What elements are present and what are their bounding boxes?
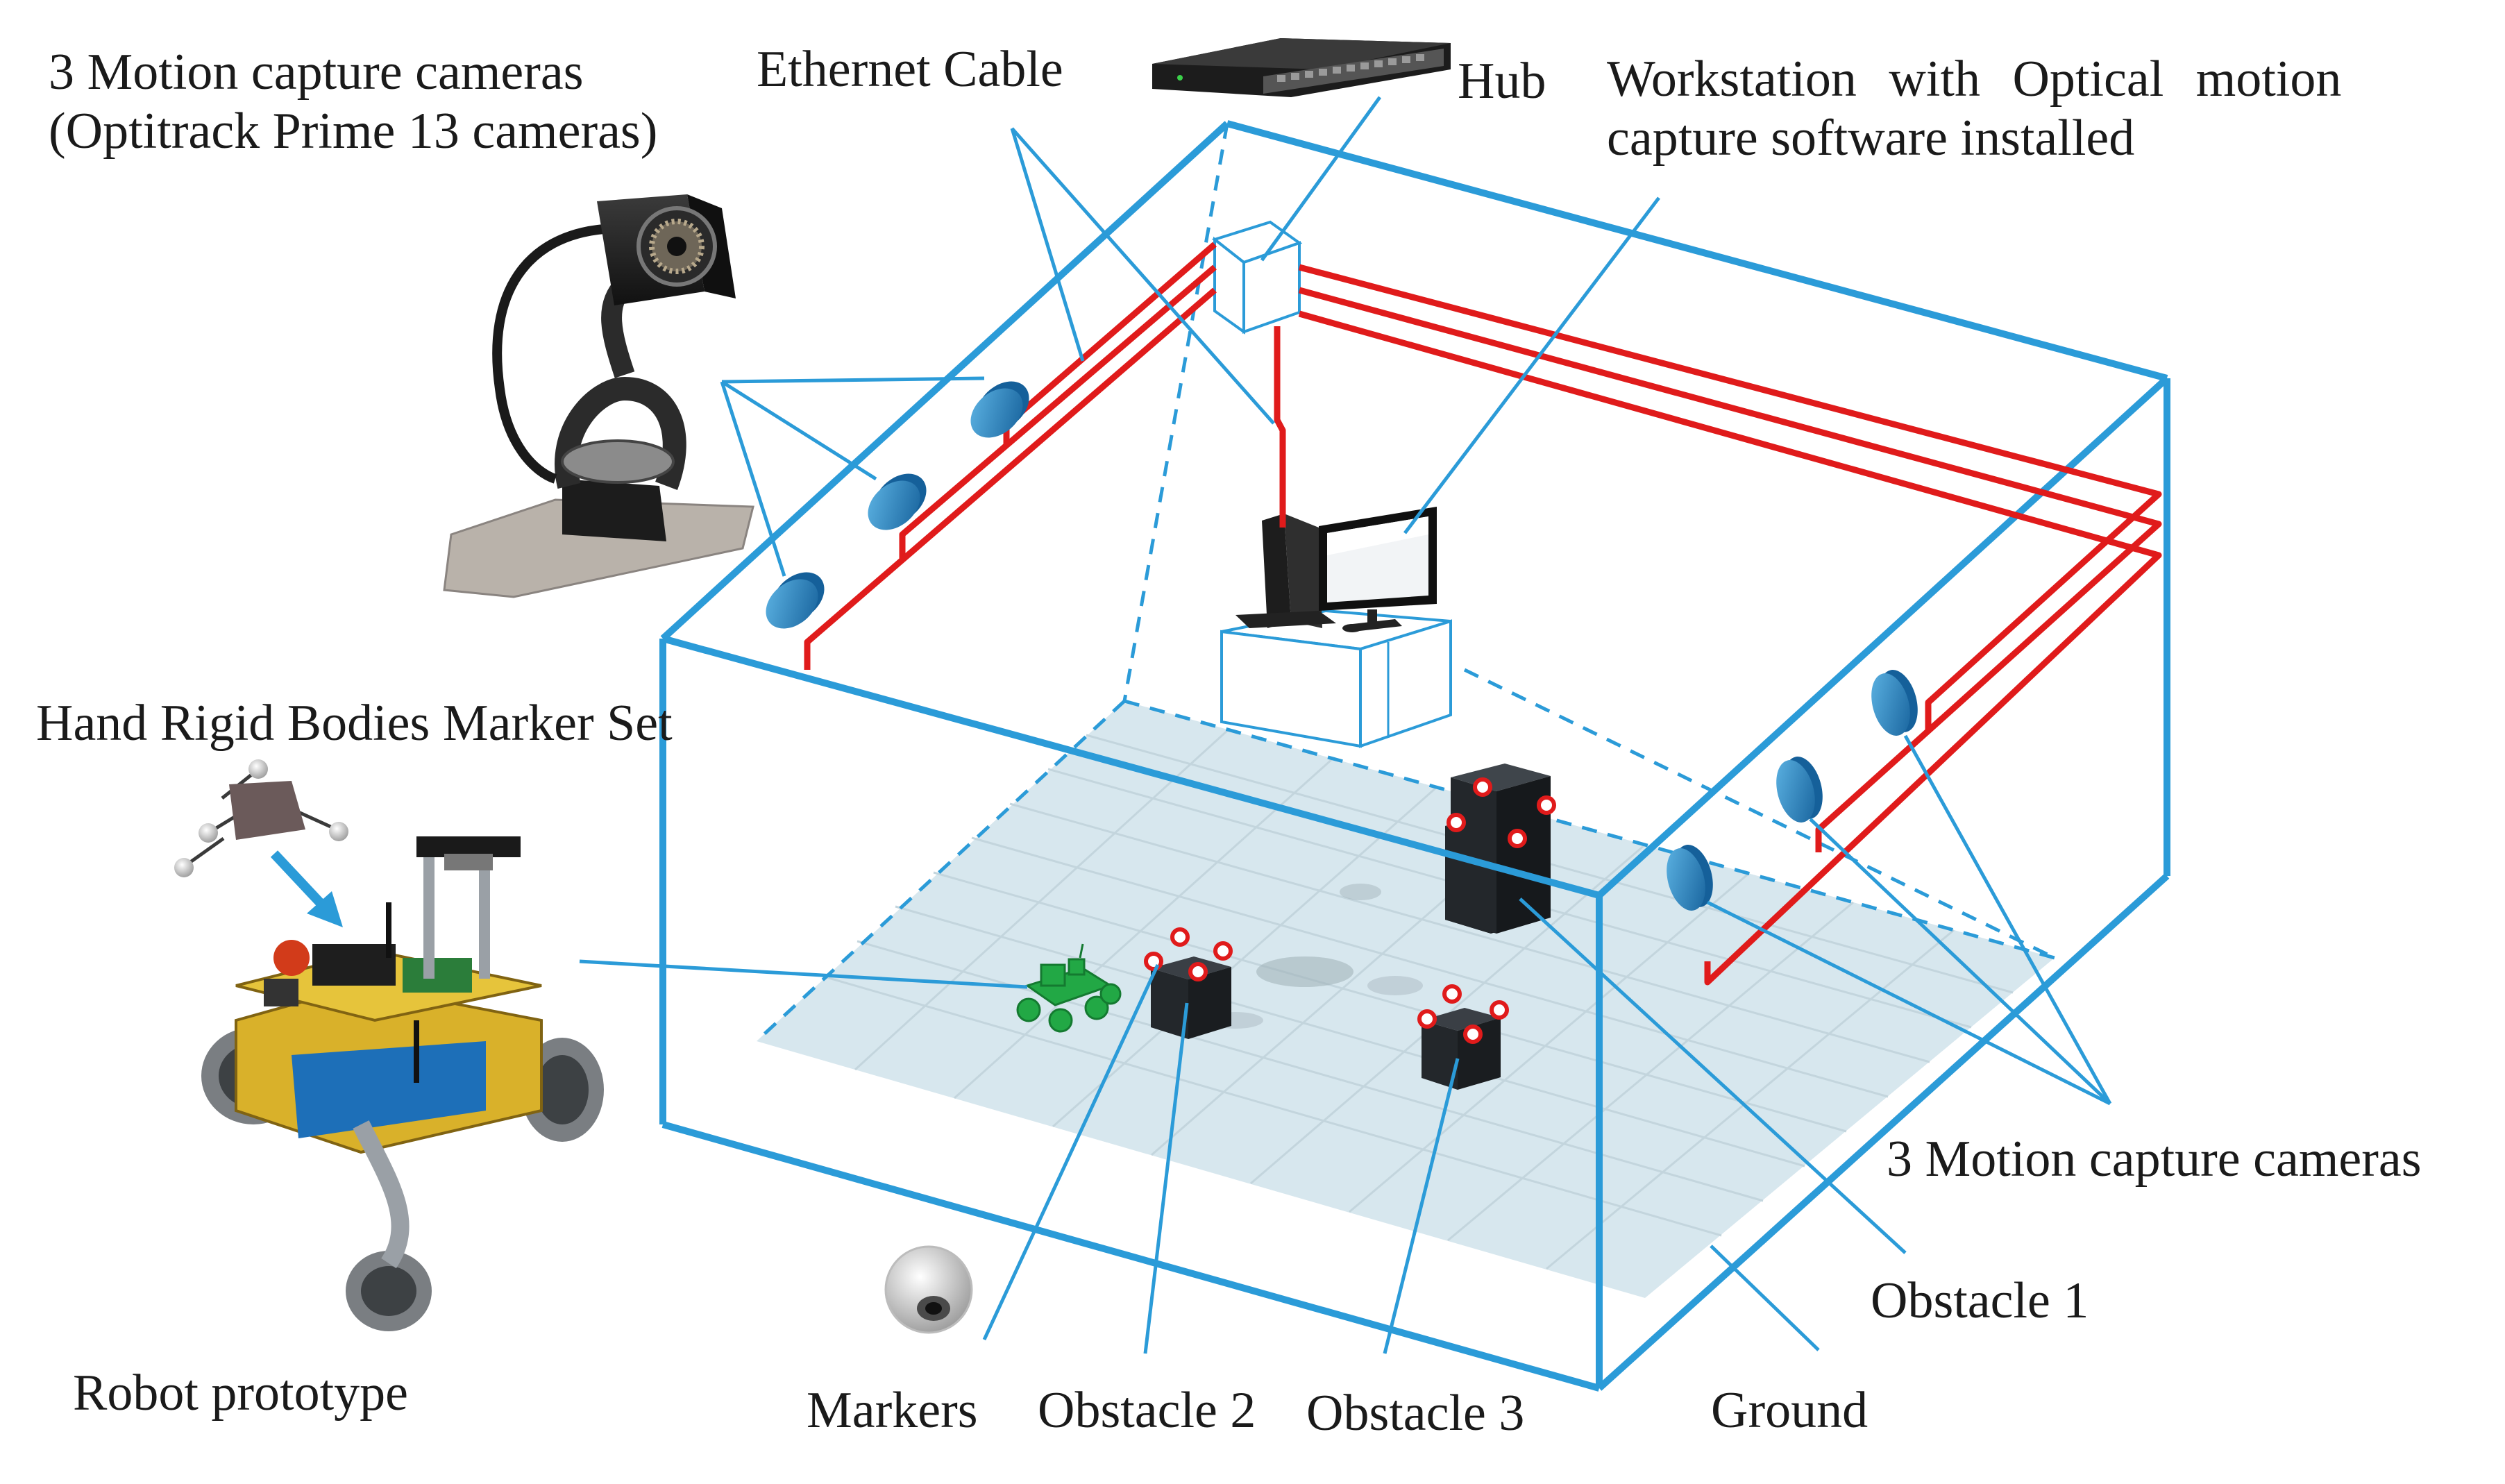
camera-left-3 <box>766 572 825 629</box>
robot-prototype-photo <box>201 836 604 1331</box>
camera-right-1 <box>1871 670 1918 736</box>
camera-left-2 <box>868 473 927 530</box>
label-ethernet-cable: Ethernet Cable <box>757 41 1063 98</box>
label-cameras-left-line2: (Optitrack Prime 13 cameras) <box>49 103 658 160</box>
switch-hub-photo <box>1152 38 1451 97</box>
room-frame <box>659 120 2170 1392</box>
label-workstation-line2: capture software installed <box>1607 110 2135 167</box>
obstacle-markers <box>1144 777 1556 1044</box>
label-cameras-left-line1: 3 Motion capture cameras <box>49 44 584 101</box>
room-hidden-edges <box>755 123 2056 1043</box>
label-obstacle-3: Obstacle 3 <box>1306 1385 1525 1442</box>
ethernet-cables <box>804 242 2162 986</box>
robot-model <box>1016 943 1122 1033</box>
arrow-icon <box>270 850 343 927</box>
marker-ball-photo <box>884 1245 973 1334</box>
label-hand-marker-set: Hand Rigid Bodies Marker Set <box>36 695 673 752</box>
label-workstation-line1: Workstation with Optical motion <box>1607 51 2342 108</box>
ground-floor <box>757 701 2055 1298</box>
camera-left-1 <box>970 381 1029 438</box>
obstacle-1-top <box>1445 764 1551 934</box>
workstation <box>1220 507 1452 748</box>
label-hub: Hub <box>1458 53 1546 110</box>
hand-marker-set-photo <box>174 759 348 877</box>
label-robot-prototype: Robot prototype <box>73 1365 409 1422</box>
label-workstation: Workstation with Optical motion capture … <box>1607 50 2341 168</box>
camera-photo <box>443 194 754 598</box>
callout-lines <box>579 96 2112 1354</box>
label-obstacle-2: Obstacle 2 <box>1038 1382 1256 1439</box>
label-obstacle-1: Obstacle 1 <box>1871 1272 2089 1329</box>
label-cameras-left: 3 Motion capture cameras (Optitrack Prim… <box>49 43 657 161</box>
camera-right-2 <box>1776 757 1823 823</box>
label-markers: Markers <box>807 1382 978 1439</box>
obstacle-2 <box>1151 956 1231 1039</box>
wall-hub <box>1211 220 1303 335</box>
camera-right-3 <box>1667 845 1713 911</box>
label-ground: Ground <box>1711 1382 1869 1439</box>
label-cameras-right: 3 Motion capture cameras <box>1887 1131 2422 1188</box>
